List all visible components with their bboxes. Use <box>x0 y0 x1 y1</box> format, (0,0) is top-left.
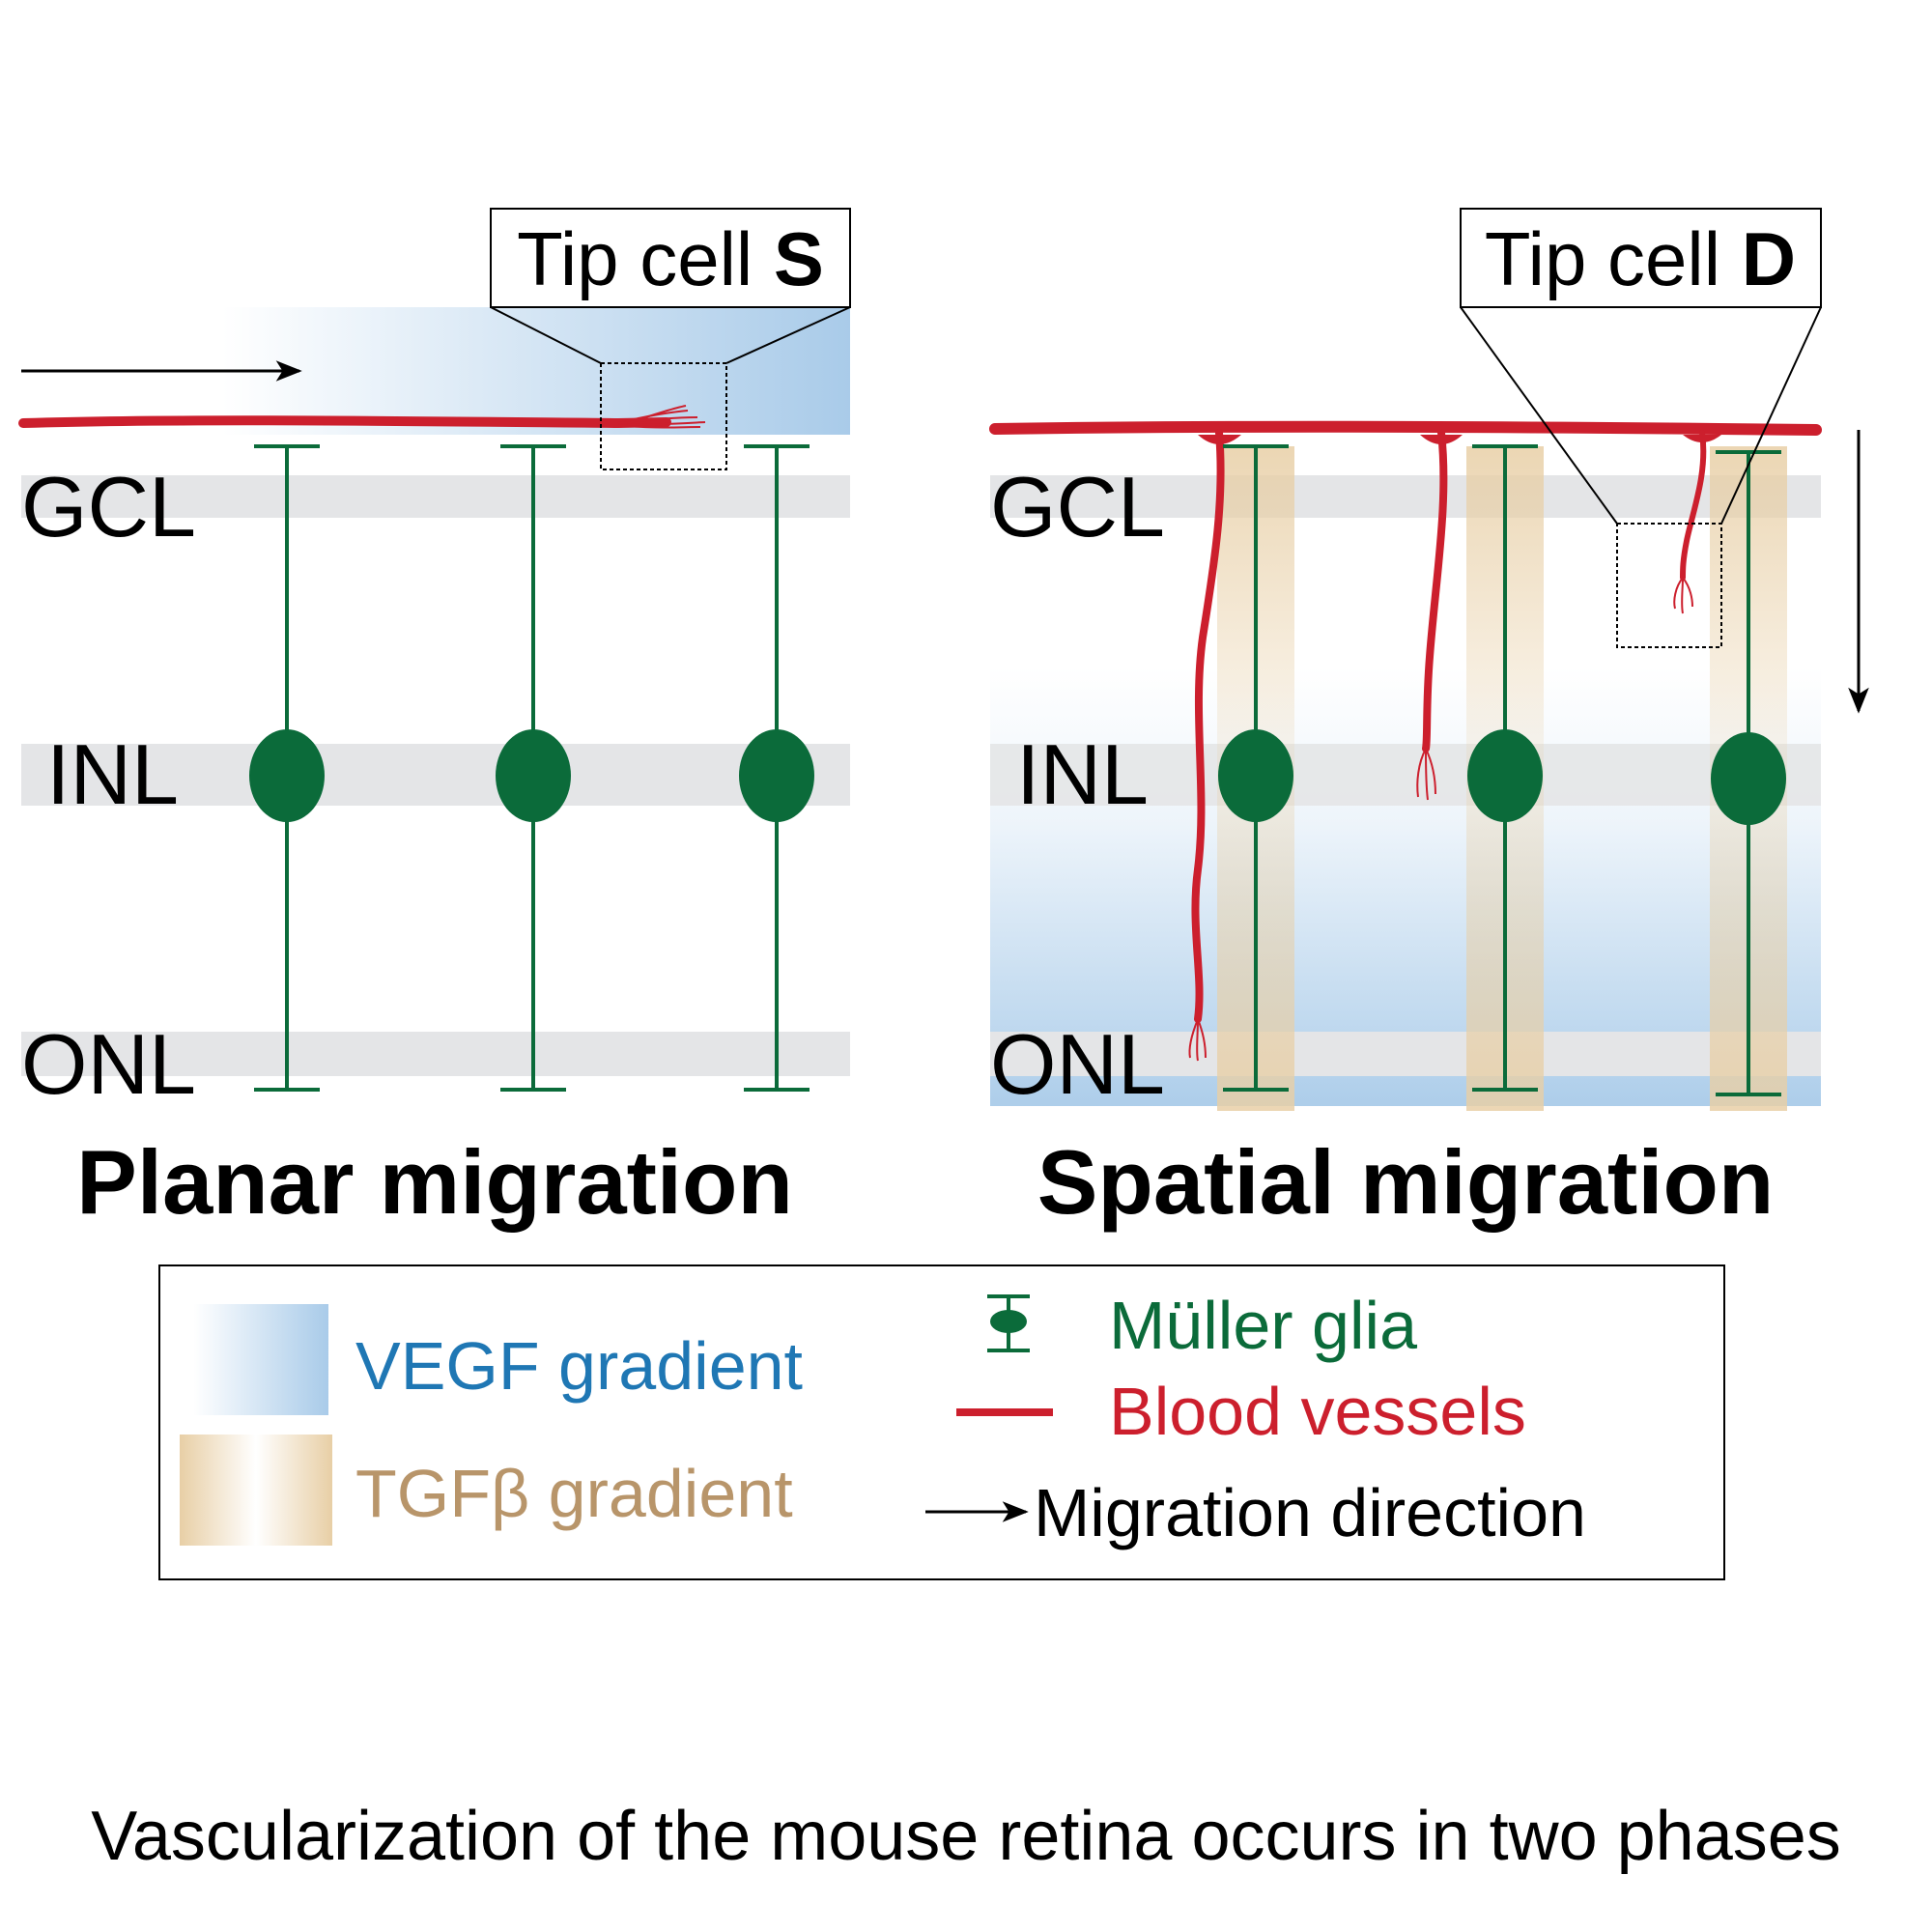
tip-cell-label-prefix: Tip cell <box>1485 216 1742 301</box>
tip-cell-label: Tip cell S <box>517 216 824 301</box>
layer-label-gcl: GCL <box>990 459 1165 554</box>
spatial-panel: Tip cell D GCL INL ONL Spatial migration <box>989 208 1869 1233</box>
legend: VEGF gradient TGFβ gradient Müller glia … <box>158 1264 1725 1580</box>
muller-glia-cell <box>1218 444 1293 1092</box>
panel-title: Spatial migration <box>1037 1131 1775 1233</box>
layer-label-inl: INL <box>46 726 179 822</box>
muller-glia-icon <box>987 1294 1030 1352</box>
planar-panel: Tip cell S GCL INL ONL Planar migration <box>18 208 851 1233</box>
muller-glia-cell <box>1711 450 1786 1096</box>
caption: Vascularization of the mouse retina occu… <box>91 1798 1841 1875</box>
tip-cell-label-prefix: Tip cell <box>517 216 774 301</box>
layer-label-onl: ONL <box>21 1016 196 1112</box>
blood-vessel <box>18 415 671 429</box>
tip-cell-label-box <box>1460 208 1822 308</box>
vegf-swatch <box>193 1304 328 1415</box>
vessels-legend-label: Blood vessels <box>1109 1374 1526 1449</box>
tip-cell-zoom-box <box>1616 523 1722 648</box>
tip-cell-label: Tip cell D <box>1485 216 1796 301</box>
vegf-gradient-band <box>222 307 850 435</box>
inl-band <box>990 744 1821 806</box>
tip-cell-filopodia <box>1188 577 1693 1062</box>
tgfb-legend-label: TGFβ gradient <box>355 1456 793 1531</box>
layer-label-gcl: GCL <box>21 459 196 554</box>
tip-cell-label-box <box>490 208 851 308</box>
tgfb-swatch <box>180 1435 332 1546</box>
legend-frame <box>158 1264 1725 1580</box>
onl-band <box>21 1032 850 1076</box>
callout-line <box>725 306 851 364</box>
muller-glia-cell <box>496 444 571 1092</box>
tip-cell-type-letter: S <box>774 216 824 301</box>
blood-vessel-sprout <box>1191 429 1225 1023</box>
callout-line <box>490 306 602 364</box>
blood-vessel-sprout <box>1422 429 1448 753</box>
panel-title: Planar migration <box>76 1131 793 1233</box>
gcl-band <box>990 475 1821 518</box>
onl-band <box>990 1032 1821 1076</box>
tip-cell-zoom-box <box>600 362 727 470</box>
layer-label-inl: INL <box>1016 726 1149 822</box>
blood-vessel <box>989 420 1822 436</box>
vessel-branch-node <box>1198 435 1721 444</box>
muller-glia-cell <box>1467 444 1543 1092</box>
layer-label-onl: ONL <box>990 1016 1165 1112</box>
vegf-legend-label: VEGF gradient <box>355 1328 803 1404</box>
direction-legend-label: Migration direction <box>1034 1475 1586 1550</box>
muller-glia-cell <box>249 444 325 1092</box>
gcl-band <box>21 475 850 518</box>
callout-line <box>1720 306 1822 525</box>
tip-cell-type-letter: D <box>1742 216 1796 301</box>
tip-cell-filopodia <box>617 405 706 429</box>
callout-line <box>1460 306 1618 525</box>
muller-legend-label: Müller glia <box>1109 1288 1417 1363</box>
muller-glia-cell <box>739 444 814 1092</box>
inl-band <box>21 744 850 806</box>
blood-vessel-sprout <box>1680 430 1707 581</box>
